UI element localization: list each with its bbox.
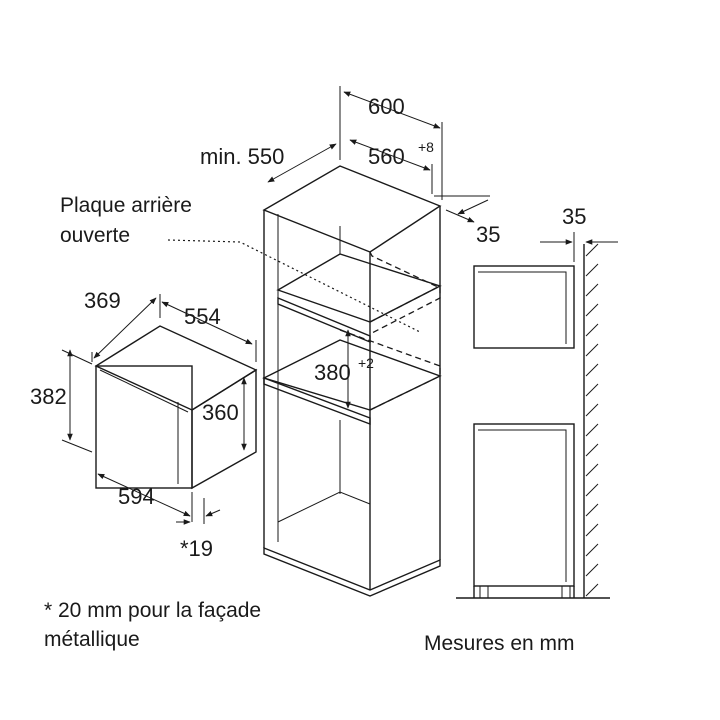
dim-line-560 — [349, 139, 431, 171]
label-560-tolerance: +8 — [418, 139, 434, 155]
cabinet-drawing — [167, 86, 490, 597]
cabinet-plinth — [263, 546, 441, 597]
label-19: *19 — [180, 536, 213, 561]
label-554: 554 — [184, 304, 221, 329]
side-lower-compartment — [473, 423, 575, 587]
niche-floor — [262, 339, 442, 411]
dim-line-554 — [161, 301, 253, 345]
label-wall-35: 35 — [562, 204, 586, 229]
label-369: 369 — [84, 288, 121, 313]
label-380-tolerance: +2 — [358, 355, 374, 371]
dim-line-600 — [343, 91, 441, 129]
footnote-line-1: * 20 mm pour la façade — [44, 599, 261, 622]
microwave-side — [191, 368, 257, 490]
label-min-550: min. 550 — [200, 144, 284, 169]
dim-line-594 — [97, 473, 191, 517]
back-panel-leader — [167, 239, 421, 333]
label-360: 360 — [202, 400, 239, 425]
cabinet-top — [262, 165, 442, 253]
label-560: 560 — [368, 144, 405, 169]
upper-shelf — [276, 253, 442, 323]
dim-line-550 — [267, 143, 337, 183]
units-note: Mesures en mm — [424, 632, 575, 655]
side-upper-compartment — [473, 265, 575, 349]
label-600: 600 — [368, 94, 405, 119]
label-382: 382 — [30, 384, 67, 409]
side-section-drawing — [456, 232, 618, 599]
label-back-panel-1: Plaque arrière — [60, 194, 192, 217]
footnote-line-2: métallique — [44, 628, 140, 651]
back-panel-upper-dashed — [369, 284, 441, 335]
label-back-panel-2: ouverte — [60, 224, 130, 247]
dim-line-369 — [93, 297, 157, 359]
label-380: 380 — [314, 360, 351, 385]
microwave-top — [94, 325, 258, 411]
label-back-35: 35 — [476, 222, 500, 247]
label-594: 594 — [118, 484, 155, 509]
microwave-drawing — [61, 294, 258, 525]
wall-hatching — [585, 243, 599, 597]
